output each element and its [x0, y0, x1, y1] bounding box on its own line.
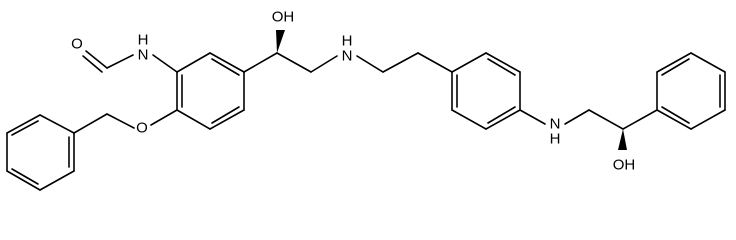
amine-1-nitrogen-label: N [342, 48, 353, 65]
central-ring [176, 52, 245, 130]
amine-2-h-label: H [550, 131, 561, 148]
terminal-phenyl-ring [656, 52, 726, 130]
amine-1-h-label: H [342, 33, 353, 50]
formamide-group [82, 50, 178, 73]
formyl-oxygen-label: O [71, 36, 83, 53]
upper-ethanolamine-chain [243, 30, 453, 73]
upper-hydroxyl-label: OH [272, 9, 295, 26]
chemical-structure-diagram: H N O O OH H N N H OH [6, 9, 726, 191]
amide-nitrogen-label: N [138, 47, 149, 64]
amine-2-nitrogen-label: N [550, 116, 561, 133]
ether-oxygen-label: O [136, 120, 148, 137]
amide-nh-h-label: H [138, 32, 149, 49]
para-phenyl-ring [451, 52, 521, 130]
benzyl-ether-linker [73, 109, 178, 134]
benzyl-ring [6, 114, 75, 191]
molecule-svg: H N O O OH H N N H OH [6, 9, 726, 191]
lower-aminoalcohol-chain [519, 109, 658, 150]
lower-hydroxyl-label: OH [613, 157, 636, 174]
